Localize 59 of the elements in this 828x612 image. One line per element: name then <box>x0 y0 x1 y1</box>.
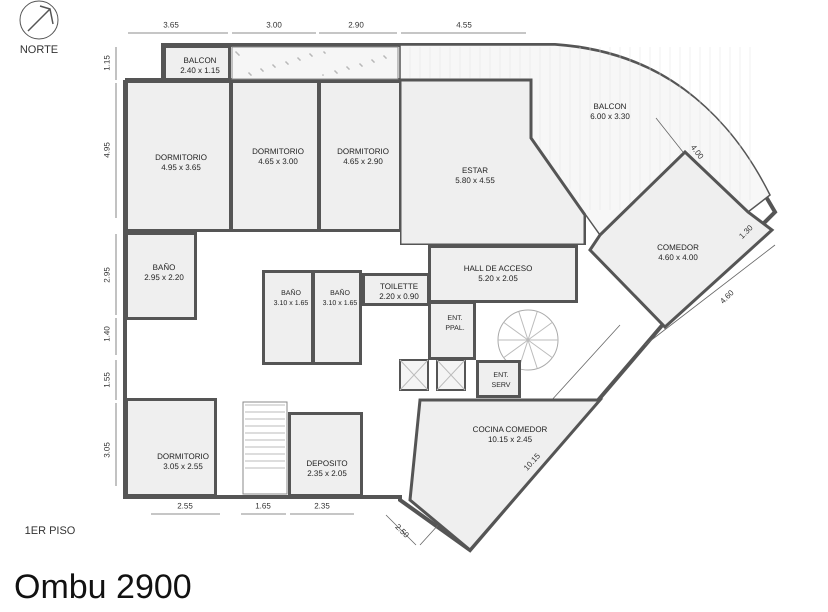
room-dimensions: 4.65 x 2.90 <box>342 157 384 167</box>
room <box>362 273 430 306</box>
dimension-label: 3.00 <box>266 20 282 30</box>
room <box>230 80 320 232</box>
dimension-label: 4.55 <box>456 20 472 30</box>
floor-label: 1ER PISO <box>24 525 76 537</box>
dimension-label: 1.65 <box>255 502 271 510</box>
dimension-label: 3.05 <box>102 442 112 458</box>
dimension-label: 1.15 <box>102 55 112 71</box>
room-dimensions: 5.80 x 4.55 <box>455 176 495 186</box>
room-dimensions: 5.20 x 2.05 <box>477 274 519 284</box>
room <box>262 270 314 365</box>
dimension-label: 1.40 <box>102 326 112 342</box>
room-name: TOILETTE <box>379 282 419 292</box>
room-name: HALL DE ACCESO <box>464 264 532 274</box>
room-name: DORMITORIO <box>155 153 207 163</box>
room-name: BALCON <box>592 102 628 112</box>
room-dimensions: 4.60 x 4.00 <box>657 253 699 263</box>
room-dimensions: 6.00 x 3.30 <box>590 112 630 122</box>
room <box>400 78 586 245</box>
title: Ombu 2900 <box>14 568 192 607</box>
room-name: BALCON <box>182 56 218 66</box>
room-name: DORMITORIO <box>157 452 209 462</box>
room-name: DORMITORIO <box>337 147 389 157</box>
dimension-label: 1.55 <box>102 372 112 388</box>
room-name: COMEDOR <box>657 243 699 253</box>
dimension-label: 4.00 <box>688 143 706 161</box>
room-dimensions: 10.15 x 2.45 <box>486 435 534 445</box>
room <box>125 80 232 232</box>
dimension-label: 2.95 <box>102 267 112 283</box>
room-dimensions: 3.05 x 2.55 <box>162 462 204 472</box>
room <box>476 360 521 398</box>
dimension-label: 3.65 <box>163 20 179 30</box>
room-dimensions: 4.95 x 3.65 <box>160 163 202 173</box>
room <box>288 412 363 497</box>
room <box>428 245 578 303</box>
room <box>318 80 402 232</box>
room <box>163 45 231 81</box>
room-dimensions: 2.20 x 0.90 <box>379 292 419 302</box>
room <box>125 398 217 497</box>
room-dimensions: 4.65 x 3.00 <box>257 157 299 167</box>
room-name: DORMITORIO <box>252 147 304 157</box>
room-dimensions: 2.40 x 1.15 <box>180 66 220 76</box>
dimension-label: 2.55 <box>177 502 193 510</box>
room <box>428 301 476 360</box>
dimension-label: 4.95 <box>102 142 112 158</box>
room-name: COCINA COMEDOR <box>472 425 548 435</box>
dimension-label: 4.60 <box>718 288 736 306</box>
room-name: BAÑO <box>152 263 176 273</box>
room-dimensions: 2.95 x 2.20 <box>144 273 184 283</box>
room <box>125 232 197 320</box>
dimension-label: 2.90 <box>348 20 364 30</box>
room-dimensions: 2.35 x 2.05 <box>306 469 348 479</box>
dimension-label: 2.50 <box>393 522 411 540</box>
room <box>312 270 362 365</box>
room-name: ESTAR <box>460 166 490 176</box>
dimension-label: 2.35 <box>314 502 330 510</box>
compass-label: NORTE <box>20 44 58 56</box>
room-name: DEPOSITO <box>306 459 348 469</box>
